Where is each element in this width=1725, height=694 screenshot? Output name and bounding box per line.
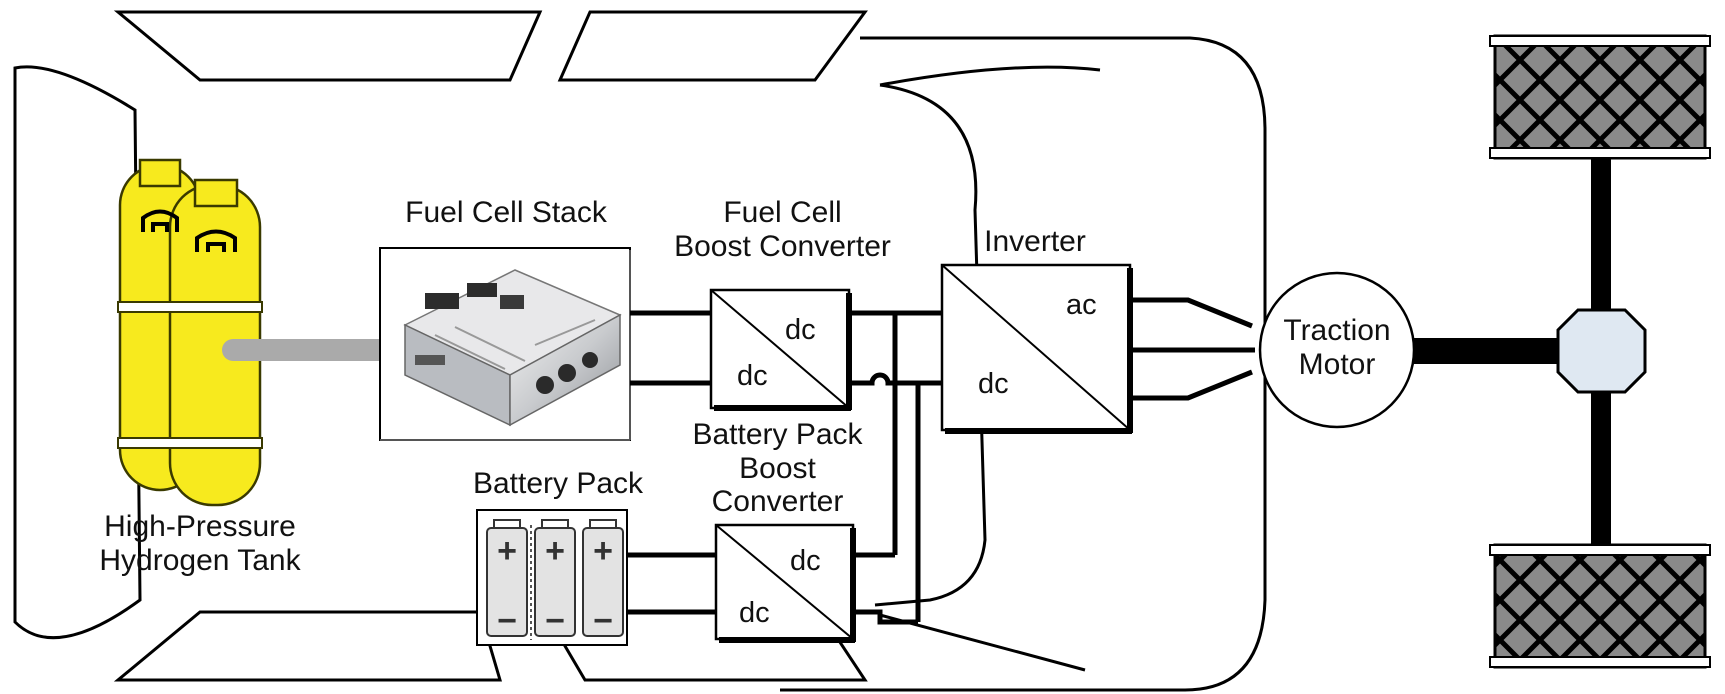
bp-boost-converter-title: Battery Pack Boost Converter — [670, 418, 885, 519]
bp-boost-title-line3: Converter — [711, 485, 844, 519]
fc-boost-in-label: dc — [737, 360, 768, 392]
windshield-top — [879, 65, 1101, 87]
fc-boost-title-line1: Fuel Cell — [723, 196, 842, 229]
fc-boost-converter-box — [709, 288, 852, 411]
inverter-in-label: dc — [978, 368, 1009, 400]
battery-minus-3: − — [593, 602, 613, 640]
fc-boost-out-label: dc — [785, 314, 816, 346]
differential-hub — [1556, 308, 1647, 394]
tank-title-line1: High-Pressure — [104, 510, 296, 543]
battery-plus-3: + — [593, 532, 613, 570]
hydrogen-tank-icon — [117, 158, 263, 507]
tank-right — [168, 178, 262, 507]
motor-title-line1: Traction — [1283, 314, 1391, 347]
side-window-top-right — [557, 10, 868, 82]
wheel-bottom — [1489, 543, 1711, 669]
fuel-cell-stack-box — [379, 247, 631, 441]
tank-straps — [117, 301, 263, 449]
rear-left-panel — [13, 65, 142, 640]
inverter-out-label: ac — [1066, 289, 1097, 321]
battery-cells — [486, 519, 624, 637]
battery-plus-1: + — [497, 532, 517, 570]
motor-title-line2: Motor — [1298, 347, 1376, 381]
inverter-title: Inverter — [984, 225, 1086, 258]
tank-title-line2: Hydrogen Tank — [99, 543, 301, 577]
side-window-top-left — [113, 10, 543, 82]
battery-plus-2: + — [545, 532, 565, 570]
battery-minus-1: − — [497, 602, 517, 640]
drivetrain — [1414, 34, 1711, 669]
fc-boost-title-line2: Boost Converter — [674, 229, 891, 263]
fuel-cell-stack-image — [403, 269, 622, 427]
traction-motor-title: Traction Motor — [1270, 314, 1404, 381]
wiring — [627, 297, 1255, 625]
bp-boost-converter-box — [714, 523, 856, 643]
drive-shaft — [1414, 338, 1574, 364]
battery-pack-title: Battery Pack — [472, 467, 644, 500]
bp-boost-in-label: dc — [739, 597, 770, 629]
bp-boost-title-line1: Battery Pack — [692, 418, 863, 451]
hydrogen-tank-title: High-Pressure Hydrogen Tank — [80, 510, 320, 577]
bp-boost-out-label: dc — [790, 545, 821, 577]
bp-boost-title-line2: Boost — [739, 451, 816, 485]
inverter-box — [940, 263, 1133, 434]
wheel-top — [1489, 34, 1711, 160]
side-window-bottom-left — [113, 610, 503, 682]
fc-boost-converter-title: Fuel Cell Boost Converter — [655, 196, 910, 263]
battery-minus-2: − — [545, 602, 565, 640]
fuel-cell-stack-title: Fuel Cell Stack — [405, 196, 607, 229]
tank-valves — [141, 209, 237, 252]
windshield-curve — [874, 83, 987, 607]
battery-pack-icon — [476, 509, 628, 646]
